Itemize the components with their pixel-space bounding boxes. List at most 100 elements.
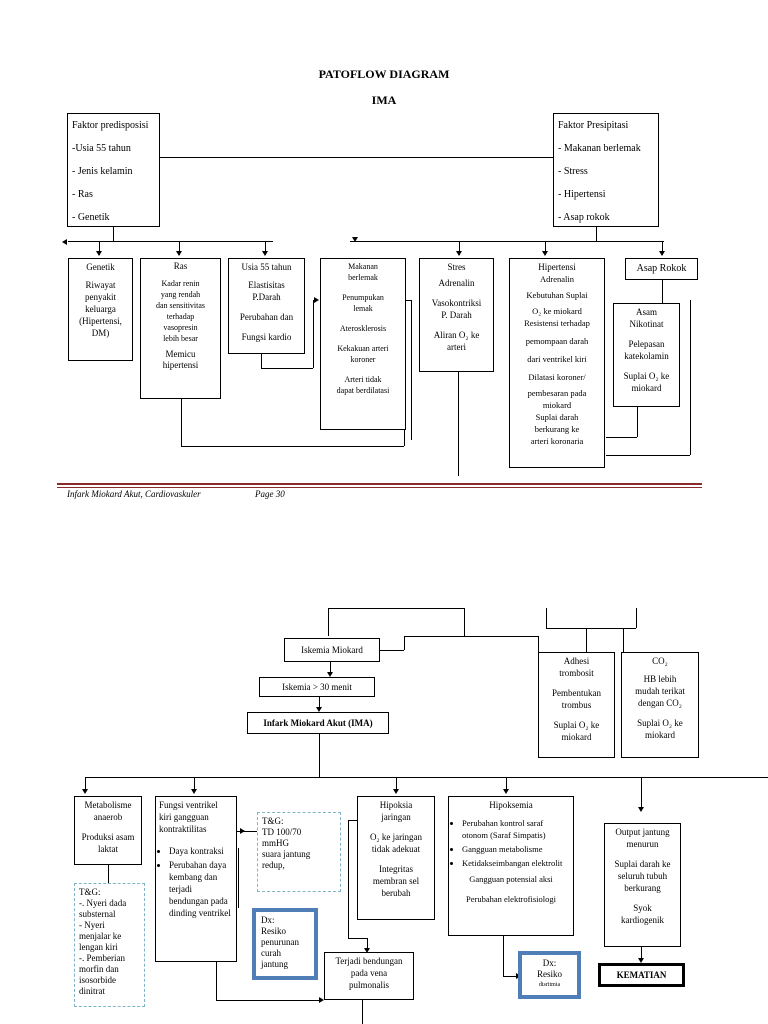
dx-line: Resiko [261, 926, 287, 936]
fungsi-head: Fungsi ventrikel [159, 800, 218, 810]
page-subtitle: IMA [371, 93, 397, 107]
predisposisi-item: - Genetik [72, 212, 110, 223]
connector [350, 241, 664, 242]
connector [662, 280, 663, 303]
arrow [364, 948, 370, 953]
asap-line: Suplai O₂ ke [623, 371, 670, 381]
tg-line: morfin dan [79, 964, 119, 974]
arrow [191, 789, 197, 794]
dx2-line: disritmia [538, 982, 561, 988]
metabolisme-line: Produksi asam [81, 832, 135, 842]
connector [662, 241, 663, 255]
iskemia-30-box: Iskemia > 30 menit [259, 677, 375, 697]
connector [348, 820, 357, 821]
co-line: miokard [645, 730, 675, 740]
ima-text: Infark Miokard Akut (IMA) [263, 718, 373, 728]
connector [181, 446, 404, 447]
co-line: HB lebih [643, 674, 677, 684]
connector [313, 300, 314, 368]
td-line: mmHG [262, 838, 289, 848]
asap-line: Asam [636, 307, 657, 317]
predisposisi-item: - Ras [72, 189, 93, 200]
ras-box: Ras Kadar renin yang rendah dan sensitiv… [140, 258, 221, 399]
metabolisme-line: laktat [98, 844, 118, 854]
hipoksemia-tail: Perubahan elektrofisiologi [466, 894, 556, 904]
arrow [62, 239, 67, 245]
bendungan-line: pulmonalis [349, 980, 389, 990]
hipertensi-line: pemompaan darah [525, 336, 589, 346]
dx-line: penurunan [261, 937, 299, 947]
dx-penurunan-curah-box: Dx: Resiko penurunan curah jantung [252, 908, 318, 980]
hipertensi-line: berkurang ke [534, 424, 580, 434]
asap-line: Pelepasan [628, 339, 665, 349]
connector [623, 628, 624, 652]
output-line: Suplai darah ke [614, 859, 671, 869]
co-line: Suplai O₂ ke [637, 718, 683, 728]
iskemia-text: Iskemia Miokard [301, 645, 363, 655]
metabolisme-line: anaerob [93, 812, 123, 822]
tg-line: T&G: [79, 887, 101, 897]
connector [68, 241, 273, 242]
connector [237, 831, 257, 832]
connector [261, 368, 313, 369]
connector [330, 662, 331, 674]
usia-line: Fungsi kardio [241, 332, 292, 342]
connector [637, 407, 638, 437]
arrow [503, 789, 509, 794]
usia-title: Usia 55 tahun [241, 262, 292, 272]
connector [641, 777, 642, 807]
output-line: kardiogenik [621, 915, 664, 925]
stres-box: Stres Adrenalin Vasokontriksi P. Darah A… [419, 258, 494, 372]
tg-line: -. Nyeri dada [79, 898, 127, 908]
hipertensi-box: Hipertensi Adrenalin Kebutuhan Suplai O₂… [509, 258, 605, 468]
adhesi-line: Pembentukan [552, 688, 601, 698]
dx-line: jantung [261, 959, 288, 969]
connector [464, 608, 465, 636]
co-line: CO₂ [652, 656, 668, 666]
asap-line: miokard [631, 383, 662, 393]
dx-line: curah [261, 948, 281, 958]
connector [411, 300, 412, 440]
output-jantung-box: Output jantung menurun Suplai darah ke s… [604, 823, 681, 947]
stres-line: arteri [447, 342, 466, 352]
connector [179, 241, 180, 255]
connector [636, 608, 637, 628]
connector [404, 636, 405, 650]
connector [404, 636, 538, 637]
makanan-line: Arteri tidak [344, 375, 382, 384]
hipertensi-line: Adrenalin [540, 274, 574, 284]
connector [328, 608, 464, 609]
hipoksia-line: membran sel [372, 876, 420, 886]
connector [99, 241, 100, 255]
dx2-line: Dx: [542, 958, 557, 968]
genetik-line: penyakit [85, 292, 116, 302]
hipoksia-line: O₂ ke jaringan [369, 832, 423, 842]
connector [319, 697, 320, 709]
hipertensi-line: Resistensi terhadap [524, 318, 590, 328]
kematian-box: KEMATIAN [598, 963, 685, 987]
hipertensi-line: Kebutuhan Suplai [526, 290, 588, 300]
tg-line: menjalar ke [79, 931, 122, 941]
fungsi-head: kiri gangguan [159, 812, 209, 822]
presipitasi-item: - Stress [558, 166, 588, 177]
ras-line: hipertensi [162, 360, 199, 370]
footer-divider [57, 487, 702, 488]
arrow [638, 807, 644, 812]
metabolisme-box: Metabolisme anaerob Produksi asam laktat [74, 796, 142, 865]
ras-line: vasopresin [163, 323, 198, 332]
connector [406, 300, 411, 301]
co-line: mudah terikat [635, 686, 685, 696]
presipitasi-item: - Makanan berlemak [558, 143, 641, 154]
arrow [352, 237, 358, 242]
dx-line: Dx: [261, 915, 275, 925]
connector [503, 976, 517, 977]
ras-line: terhadap [166, 312, 195, 321]
hipoksemia-bullet: Perubahan kontrol saraf otonom (Saraf Si… [462, 817, 570, 841]
makanan-line: Penumpukan [342, 293, 384, 302]
ras-title: Ras [173, 261, 188, 271]
arrow [319, 997, 324, 1003]
makanan-line: Aterosklerosis [339, 324, 387, 333]
genetik-line: DM) [91, 328, 110, 338]
output-line: seluruh tubuh [617, 871, 668, 881]
genetik-line: (Hipertensi, [79, 316, 122, 326]
